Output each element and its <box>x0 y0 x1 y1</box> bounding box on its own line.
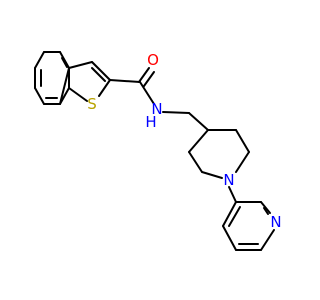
bond <box>162 111 190 114</box>
bond <box>91 67 106 82</box>
bond <box>222 201 237 227</box>
bond <box>59 51 70 69</box>
structure-canvas: O S N H N N <box>34 51 282 251</box>
bond <box>260 201 271 214</box>
sulfur-label: S <box>87 95 97 113</box>
bond <box>263 207 269 215</box>
bond <box>222 225 237 251</box>
bond <box>109 79 141 83</box>
bond <box>228 206 241 227</box>
piperidine-nitrogen-atom: N <box>223 171 234 189</box>
bond <box>188 151 203 173</box>
oxygen-label: O <box>147 51 159 69</box>
pyridine-nitrogen-label: N <box>270 213 281 231</box>
bond <box>68 87 88 102</box>
bond <box>260 229 275 251</box>
bond <box>139 81 155 105</box>
oxygen-atom: O <box>147 51 159 69</box>
bond <box>201 171 223 179</box>
bond <box>228 186 237 203</box>
atom-labels: O S N H N N <box>87 51 281 231</box>
pyridine-nitrogen-atom: N <box>270 213 281 231</box>
bond <box>91 61 111 81</box>
bond <box>188 112 209 131</box>
bond <box>59 67 70 105</box>
amide-nitrogen-label: N <box>151 100 162 118</box>
bond <box>59 87 70 105</box>
bond <box>98 79 111 97</box>
bond <box>34 87 45 105</box>
sulfur-atom: S <box>87 95 97 113</box>
piperidine-nitrogen-label: N <box>223 171 234 189</box>
bond <box>61 57 68 68</box>
bond <box>68 61 93 69</box>
amide-nitrogen-atom: N H <box>145 100 162 131</box>
bonds <box>34 51 275 251</box>
bond <box>235 129 250 153</box>
amide-hydrogen-label: H <box>145 113 156 131</box>
bond <box>143 71 155 87</box>
bond <box>188 129 209 153</box>
bond <box>235 151 250 173</box>
molecule-structure: O S N H N N <box>34 51 282 251</box>
bond <box>138 67 150 83</box>
bond <box>34 51 45 69</box>
